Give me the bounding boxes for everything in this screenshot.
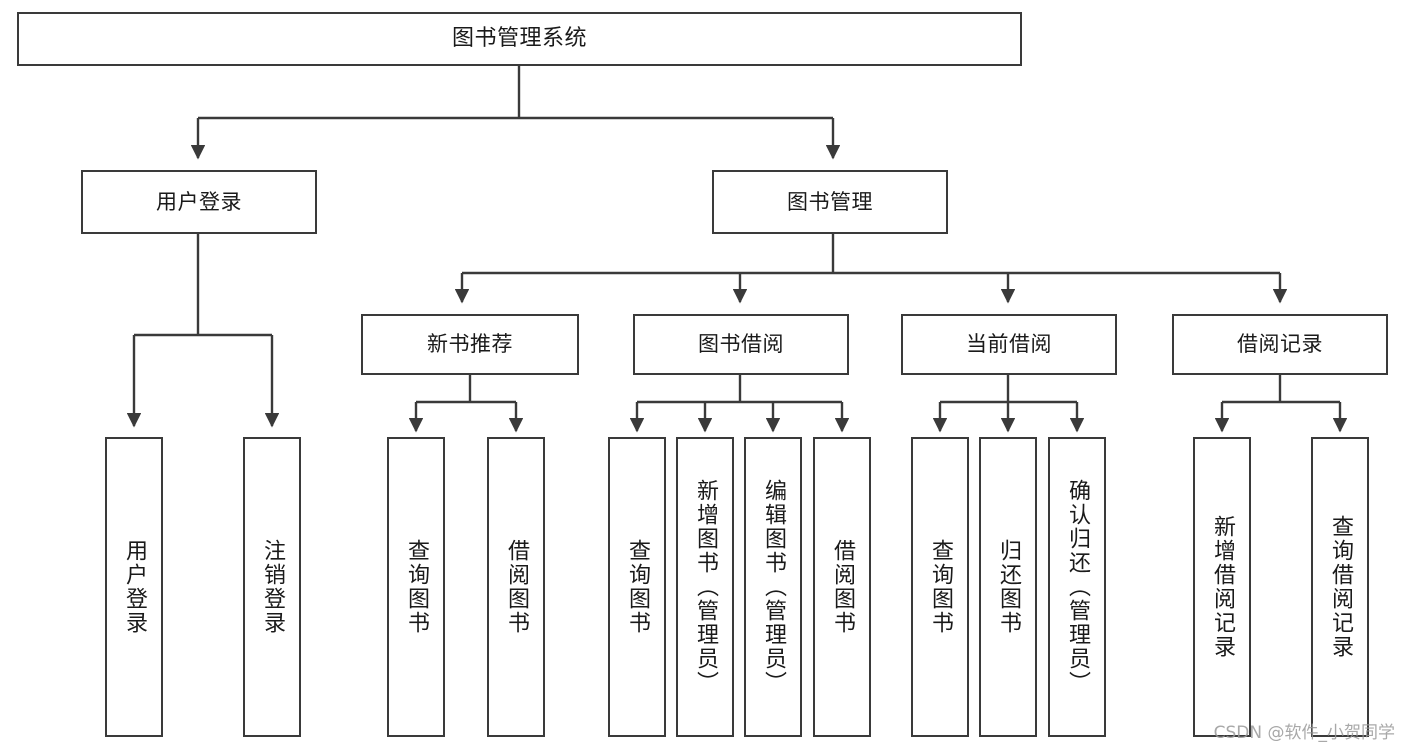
node-leaf-query-borrow-record-label: 查询借阅记录 [1327, 515, 1353, 659]
node-root-system[interactable]: 图书管理系统 [17, 12, 1022, 66]
node-leaf-add-borrow-record-label: 新增借阅记录 [1209, 515, 1235, 659]
node-leaf-return-book[interactable]: 归还图书 [979, 437, 1037, 737]
node-leaf-edit-book-label: 编辑图书（管理员） [760, 479, 786, 695]
node-leaf-add-book-label: 新增图书（管理员） [692, 479, 718, 695]
node-leaf-logout-login[interactable]: 注销登录 [243, 437, 301, 737]
node-leaf-edit-book[interactable]: 编辑图书（管理员） [744, 437, 802, 737]
node-leaf-query-book-3-label: 查询图书 [927, 539, 953, 635]
node-leaf-query-book-3[interactable]: 查询图书 [911, 437, 969, 737]
node-user-login-label: 用户登录 [156, 189, 242, 214]
node-leaf-user-login[interactable]: 用户登录 [105, 437, 163, 737]
node-leaf-confirm-return-label: 确认归还（管理员） [1064, 479, 1090, 695]
node-current-borrow-label: 当前借阅 [966, 332, 1052, 357]
watermark-text: CSDN @软件_小贺同学 [1213, 723, 1395, 743]
node-leaf-borrow-book-2[interactable]: 借阅图书 [813, 437, 871, 737]
node-book-borrow[interactable]: 图书借阅 [633, 314, 849, 375]
node-leaf-query-book-1[interactable]: 查询图书 [387, 437, 445, 737]
node-book-management[interactable]: 图书管理 [712, 170, 948, 234]
node-leaf-query-borrow-record[interactable]: 查询借阅记录 [1311, 437, 1369, 737]
node-leaf-add-borrow-record[interactable]: 新增借阅记录 [1193, 437, 1251, 737]
node-leaf-return-book-label: 归还图书 [995, 539, 1021, 635]
node-borrow-record-label: 借阅记录 [1237, 332, 1323, 357]
node-leaf-user-login-label: 用户登录 [121, 539, 147, 635]
node-leaf-borrow-book-2-label: 借阅图书 [829, 539, 855, 635]
node-leaf-query-book-1-label: 查询图书 [403, 539, 429, 635]
node-book-management-label: 图书管理 [787, 189, 873, 214]
node-new-book-recommend[interactable]: 新书推荐 [361, 314, 579, 375]
node-leaf-query-book-2[interactable]: 查询图书 [608, 437, 666, 737]
node-leaf-logout-login-label: 注销登录 [259, 539, 285, 635]
node-new-book-recommend-label: 新书推荐 [427, 332, 513, 357]
node-leaf-borrow-book-1-label: 借阅图书 [503, 539, 529, 635]
node-user-login[interactable]: 用户登录 [81, 170, 317, 234]
node-current-borrow[interactable]: 当前借阅 [901, 314, 1117, 375]
node-root-system-label: 图书管理系统 [451, 26, 587, 52]
node-leaf-borrow-book-1[interactable]: 借阅图书 [487, 437, 545, 737]
node-leaf-confirm-return[interactable]: 确认归还（管理员） [1048, 437, 1106, 737]
node-leaf-query-book-2-label: 查询图书 [624, 539, 650, 635]
node-leaf-add-book[interactable]: 新增图书（管理员） [676, 437, 734, 737]
node-borrow-record[interactable]: 借阅记录 [1172, 314, 1388, 375]
node-book-borrow-label: 图书借阅 [698, 332, 784, 357]
